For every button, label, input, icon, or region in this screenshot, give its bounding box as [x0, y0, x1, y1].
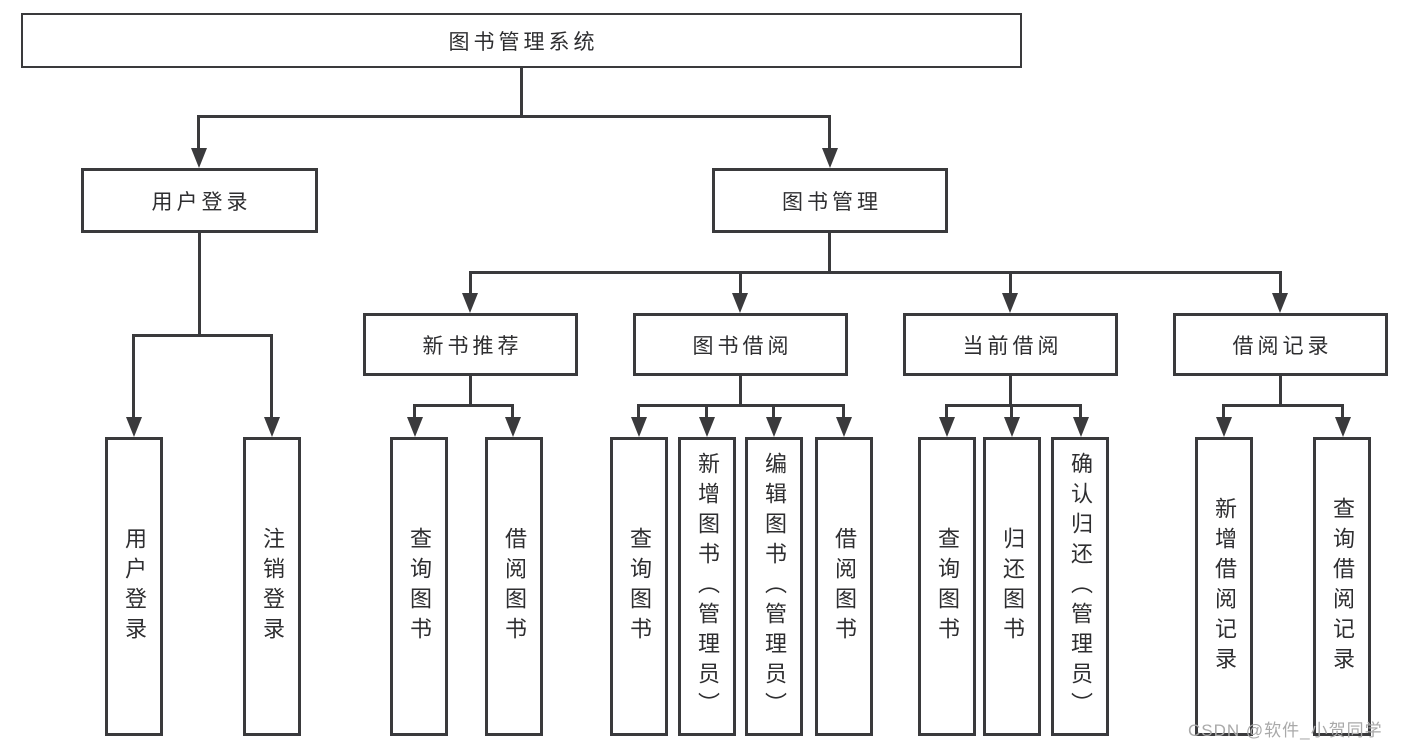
arrow-down [1272, 293, 1288, 313]
arrow-down [631, 417, 647, 437]
leaf-return-book-label: 归还图书 [1000, 526, 1025, 647]
connector-line [1010, 404, 1013, 420]
connector-line [469, 376, 472, 407]
arrow-down [126, 417, 142, 437]
leaf-add-borrow-record: 新增借阅记录 [1195, 437, 1253, 736]
connector-line [413, 404, 416, 420]
connector-line [945, 404, 1082, 407]
arrow-down [1004, 417, 1020, 437]
leaf-query-book-borrow-label: 查询图书 [627, 526, 652, 647]
node-new-book-recommend-label: 新书推荐 [422, 334, 523, 358]
node-root: 图书管理系统 [21, 13, 1022, 68]
leaf-return-book: 归还图书 [983, 437, 1041, 736]
leaf-edit-book-admin: 编辑图书（管理员） [745, 437, 803, 736]
connector-line [705, 404, 708, 420]
node-borrow-records-label: 借阅记录 [1232, 334, 1333, 358]
connector-line [511, 404, 514, 420]
connector-line [469, 271, 1282, 274]
arrow-down [505, 417, 521, 437]
leaf-borrow-book-borrow-label: 借阅图书 [832, 526, 857, 647]
leaf-logout: 注销登录 [243, 437, 301, 736]
leaf-query-book-borrow: 查询图书 [610, 437, 668, 736]
leaf-add-book-admin-label: 新增图书（管理员） [695, 451, 720, 722]
leaf-confirm-return-admin: 确认归还（管理员） [1051, 437, 1109, 736]
connector-line [520, 68, 523, 118]
arrow-down [732, 293, 748, 313]
connector-line [197, 115, 200, 150]
arrow-down [939, 417, 955, 437]
node-root-label: 图书管理系统 [448, 30, 599, 54]
connector-line [132, 334, 135, 420]
connector-line [413, 404, 514, 407]
connector-line [945, 404, 948, 420]
arrow-down [191, 148, 207, 168]
leaf-borrow-book-newbook: 借阅图书 [485, 437, 543, 736]
connector-line [828, 233, 831, 274]
connector-line [1222, 404, 1225, 420]
arrow-down [407, 417, 423, 437]
leaf-query-borrow-record-label: 查询借阅记录 [1330, 496, 1355, 677]
connector-line [1009, 376, 1012, 407]
arrow-down [822, 148, 838, 168]
leaf-user-login-label: 用户登录 [122, 526, 147, 647]
connector-line [842, 404, 845, 420]
leaf-user-login: 用户登录 [105, 437, 163, 736]
arrow-down [1073, 417, 1089, 437]
connector-line [1079, 404, 1082, 420]
node-book-borrow-label: 图书借阅 [692, 334, 793, 358]
arrow-down [462, 293, 478, 313]
leaf-query-borrow-record: 查询借阅记录 [1313, 437, 1371, 736]
connector-line [772, 404, 775, 420]
leaf-query-book-current: 查询图书 [918, 437, 976, 736]
leaf-borrow-book-newbook-label: 借阅图书 [502, 526, 527, 647]
leaf-confirm-return-admin-label: 确认归还（管理员） [1068, 451, 1093, 722]
connector-line [1279, 271, 1282, 295]
node-current-borrow-label: 当前借阅 [962, 334, 1063, 358]
connector-line [1279, 376, 1282, 407]
arrow-down [1002, 293, 1018, 313]
node-current-borrow: 当前借阅 [903, 313, 1118, 376]
leaf-edit-book-admin-label: 编辑图书（管理员） [762, 451, 787, 722]
connector-line [1341, 404, 1344, 420]
connector-line [198, 233, 201, 337]
connector-line [1009, 271, 1012, 295]
node-new-book-recommend: 新书推荐 [363, 313, 578, 376]
node-book-borrow: 图书借阅 [633, 313, 848, 376]
node-borrow-records: 借阅记录 [1173, 313, 1388, 376]
leaf-add-book-admin: 新增图书（管理员） [678, 437, 736, 736]
arrow-down [1216, 417, 1232, 437]
connector-line [132, 334, 273, 337]
node-book-management: 图书管理 [712, 168, 948, 233]
connector-line [739, 376, 742, 407]
leaf-logout-label: 注销登录 [260, 526, 285, 647]
node-user-login: 用户登录 [81, 168, 318, 233]
connector-line [739, 271, 742, 295]
arrow-down [836, 417, 852, 437]
connector-line [828, 115, 831, 150]
watermark: CSDN @软件_小贺同学 [1188, 721, 1383, 740]
node-book-management-label: 图书管理 [782, 190, 882, 214]
leaf-query-book-newbook: 查询图书 [390, 437, 448, 736]
leaf-query-book-newbook-label: 查询图书 [407, 526, 432, 647]
node-user-login-label: 用户登录 [151, 190, 252, 214]
leaf-borrow-book-borrow: 借阅图书 [815, 437, 873, 736]
arrow-down [1335, 417, 1351, 437]
arrow-down [699, 417, 715, 437]
connector-line [637, 404, 640, 420]
connector-line [637, 404, 845, 407]
connector-line [1222, 404, 1344, 407]
connector-line [270, 334, 273, 420]
arrow-down [766, 417, 782, 437]
connector-line [469, 271, 472, 295]
leaf-query-book-current-label: 查询图书 [935, 526, 960, 647]
connector-line [197, 115, 831, 118]
leaf-add-borrow-record-label: 新增借阅记录 [1212, 496, 1237, 677]
arrow-down [264, 417, 280, 437]
